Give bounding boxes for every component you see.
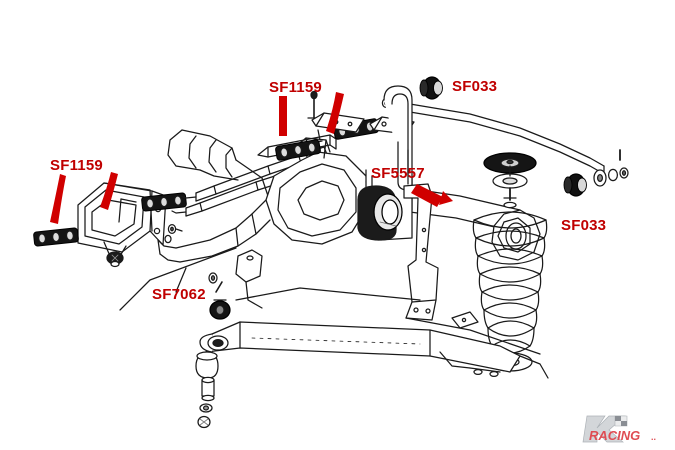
sway-bar-end-link-bushing-lower	[563, 149, 629, 197]
crossmember-edge	[235, 287, 421, 301]
pointer-arrows	[50, 92, 453, 224]
axle-bracket-tab	[235, 249, 263, 309]
bracket-hardware	[164, 223, 183, 244]
label-sf033-bottom: SF033	[561, 217, 607, 234]
panhard-rod-large-bushing	[357, 185, 403, 241]
label-sf7062: SF7062	[152, 286, 206, 303]
watermark-suffix: ..	[651, 432, 656, 442]
crossmember-lower-edge	[405, 317, 541, 355]
lower-control-arm-bushing	[195, 272, 231, 429]
kracing-watermark: RACING ..	[582, 415, 656, 443]
label-sf033-top: SF033	[452, 78, 498, 95]
label-sf1159-center: SF1159	[269, 79, 322, 96]
rear-brace	[439, 351, 471, 369]
chassis-rail-left	[119, 247, 237, 311]
label-sf5557: SF5557	[371, 165, 425, 182]
lower-control-arm	[199, 321, 549, 379]
coil-spring	[472, 152, 548, 372]
spring-mount-bracket	[77, 182, 167, 268]
watermark-text: RACING	[589, 428, 640, 443]
label-sf1159-left: SF1159	[50, 157, 103, 174]
axle-housing-differential	[157, 129, 541, 263]
